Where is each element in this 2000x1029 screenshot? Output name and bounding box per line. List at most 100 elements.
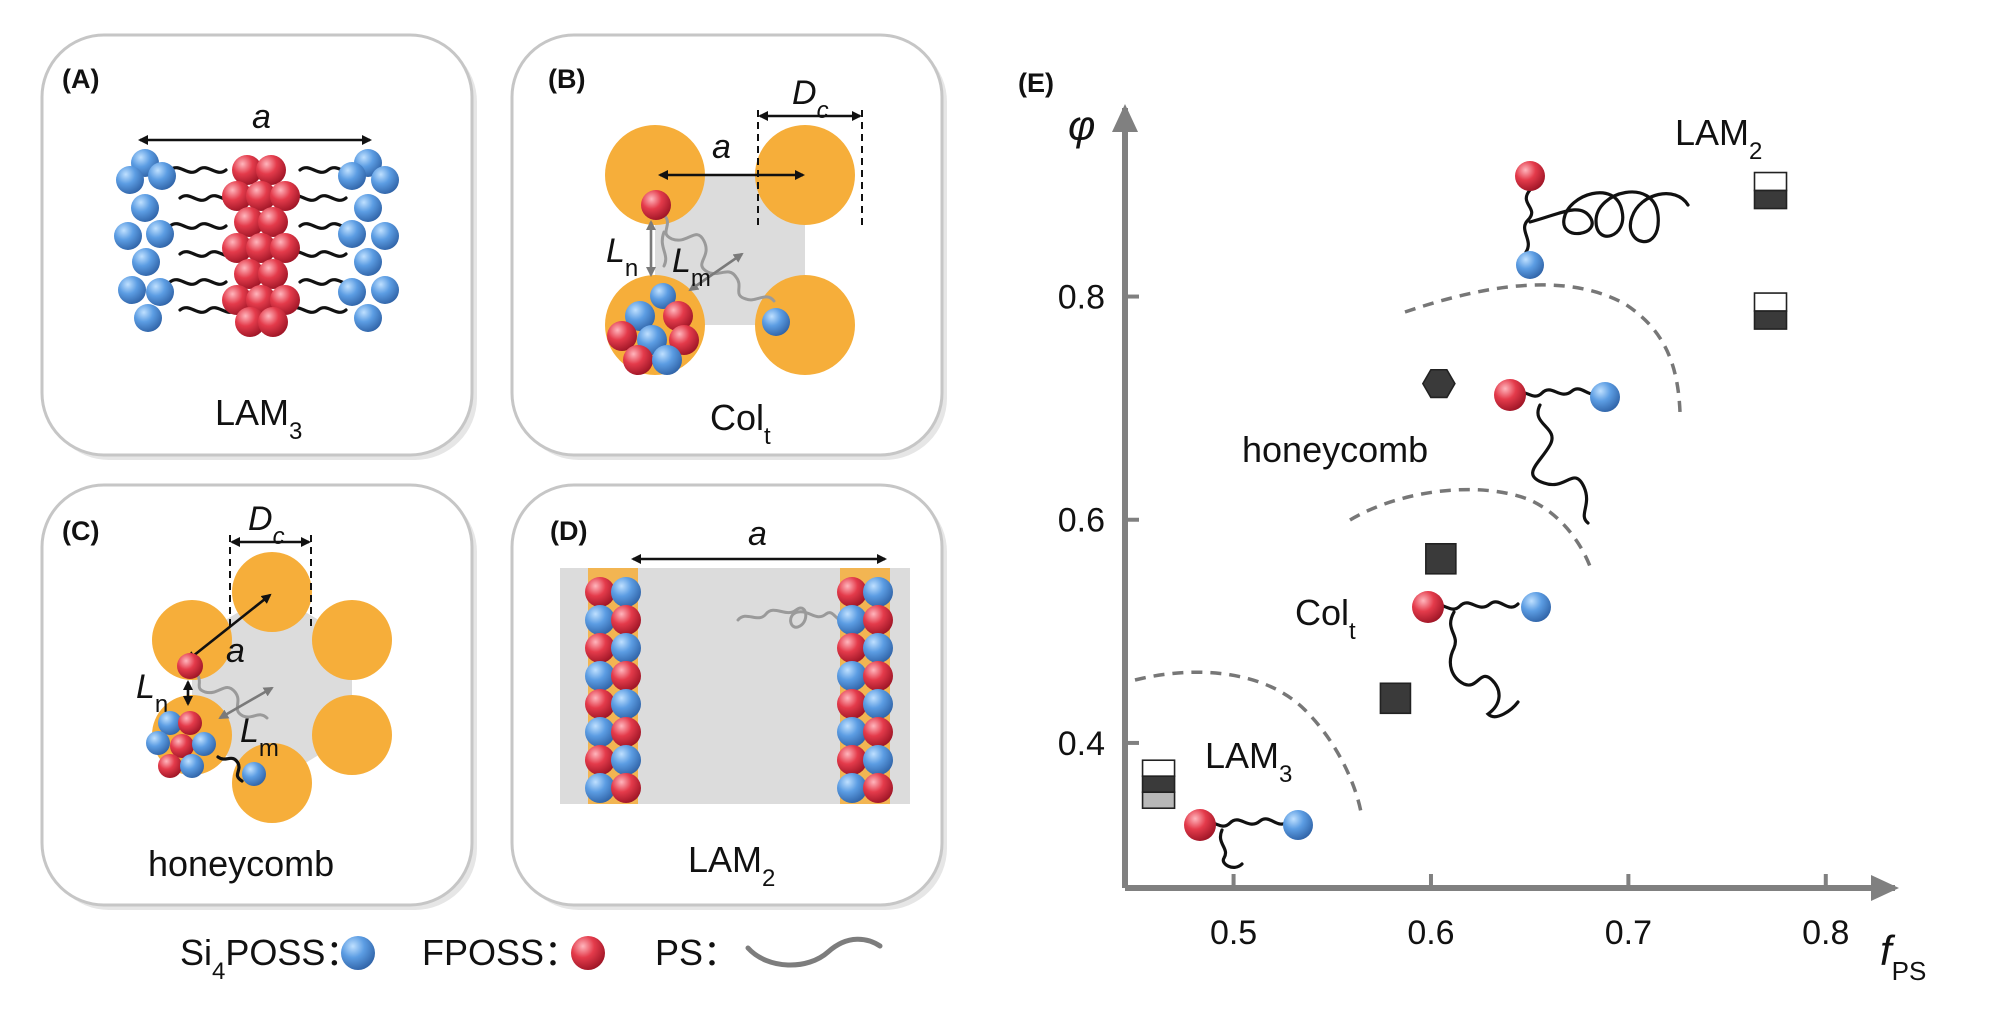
legend-fposs-label: FPOSS：	[422, 932, 580, 973]
si4poss-bead	[354, 248, 382, 276]
x-tick-label: 0.6	[1407, 914, 1454, 952]
panel-caption: Colt	[710, 397, 771, 450]
fposs-bead	[270, 233, 300, 263]
panel-label: (C)	[62, 516, 99, 546]
legend-fposs-bead	[571, 936, 605, 970]
si4poss-bead	[1590, 382, 1620, 412]
fposs-bead	[222, 233, 252, 263]
fposs-bead	[270, 285, 300, 315]
si4poss-bead	[146, 220, 174, 248]
fposs-bead	[585, 633, 615, 663]
si4poss-bead	[146, 731, 170, 755]
fposs-bead	[607, 321, 637, 351]
fposs-bead	[837, 577, 867, 607]
si4poss-bead	[863, 577, 893, 607]
si4poss-bead	[116, 166, 144, 194]
si4poss-bead	[338, 220, 366, 248]
phase-boundary	[1349, 487, 1594, 573]
phase-boundary	[1404, 283, 1682, 413]
panel-caption: LAM2	[688, 839, 775, 892]
legend-ps-label: PS：	[655, 932, 739, 973]
fposs-bead	[234, 207, 264, 237]
dimension-a: a	[138, 98, 372, 145]
legend: Si4POSS： FPOSS： PS：	[180, 932, 883, 985]
si4poss-bead	[585, 605, 615, 635]
si4poss-bead	[625, 301, 655, 331]
fposs-bead	[246, 233, 276, 263]
si4poss-bead	[837, 605, 867, 635]
si4poss-bead	[338, 162, 366, 190]
panel-a: (A) a LAM3	[40, 33, 477, 460]
column-core	[232, 552, 312, 632]
si4poss-bead	[863, 745, 893, 775]
dimension-ln: Ln	[606, 220, 656, 282]
molecule-d	[736, 606, 850, 629]
phase-marker	[1379, 682, 1412, 715]
fposs-bead	[663, 301, 693, 331]
si4poss-bead	[837, 773, 867, 803]
si4poss-bead	[585, 717, 615, 747]
ps-chain	[1428, 600, 1520, 719]
fposs-bead	[585, 689, 615, 719]
fposs-bead	[170, 734, 194, 758]
si4poss-bead	[132, 248, 160, 276]
dimension-a: a	[631, 515, 887, 564]
dimension-a-label: a	[252, 98, 271, 136]
si4poss-bead	[611, 745, 641, 775]
fposs-bead	[837, 633, 867, 663]
si4poss-bead	[585, 661, 615, 691]
fposs-bead	[837, 745, 867, 775]
panel-caption: LAM3	[215, 392, 302, 445]
si4poss-bead	[371, 166, 399, 194]
si4poss-bead	[158, 711, 182, 735]
panel-label: (A)	[62, 64, 99, 94]
si4poss-bead	[114, 222, 142, 250]
fposs-bead	[863, 717, 893, 747]
dimension-dc-label: Dc	[248, 500, 285, 550]
si4poss-bead	[585, 773, 615, 803]
si4poss-bead	[611, 577, 641, 607]
lamellar-layer-d	[585, 577, 893, 803]
dimension-a: a	[186, 593, 272, 670]
fposs-bead	[222, 181, 252, 211]
si4poss-bead	[371, 222, 399, 250]
dimension-a-label: a	[226, 632, 245, 670]
ln-label: Ln	[136, 668, 168, 718]
dimension-lm: Lm	[218, 686, 279, 762]
fposs-bead	[611, 717, 641, 747]
dimension-dc: Dc	[229, 500, 312, 630]
dimension-dc-label: Dc	[792, 74, 829, 124]
si4poss-bead	[134, 304, 162, 332]
fposs-bead	[1412, 591, 1444, 623]
fposs-bead	[585, 745, 615, 775]
ps-chain	[1523, 188, 1690, 254]
legend-ps-chain	[745, 936, 883, 968]
legend-si4poss-label: Si4POSS：	[180, 932, 361, 985]
ps-chain	[1510, 387, 1602, 525]
si4poss-bead	[611, 633, 641, 663]
dimension-dc: Dc	[757, 74, 863, 228]
dimension-a-label: a	[712, 128, 731, 166]
column-core	[312, 695, 392, 775]
lm-label: Lm	[672, 242, 711, 292]
phase-marker	[1141, 759, 1176, 810]
fposs-bead	[234, 259, 264, 289]
fposs-bead	[258, 207, 288, 237]
lamellar-layer-a	[114, 149, 399, 337]
dimension-a: a	[658, 128, 805, 180]
panel-label: (D)	[550, 516, 587, 546]
fposs-bead	[641, 190, 671, 220]
si4poss-bead	[1521, 592, 1551, 622]
panel-c: (C) Dc a Ln Lm honeycomb	[40, 483, 477, 910]
fposs-bead	[611, 773, 641, 803]
phase-region-label: Colt	[1295, 592, 1356, 645]
si4poss-bead	[762, 308, 790, 336]
panel-label: (B)	[548, 64, 585, 94]
si4poss-bead	[242, 762, 266, 786]
x-tick-label: 0.5	[1210, 914, 1257, 952]
column-core	[312, 600, 392, 680]
fposs-bead	[863, 773, 893, 803]
fposs-bead	[585, 577, 615, 607]
